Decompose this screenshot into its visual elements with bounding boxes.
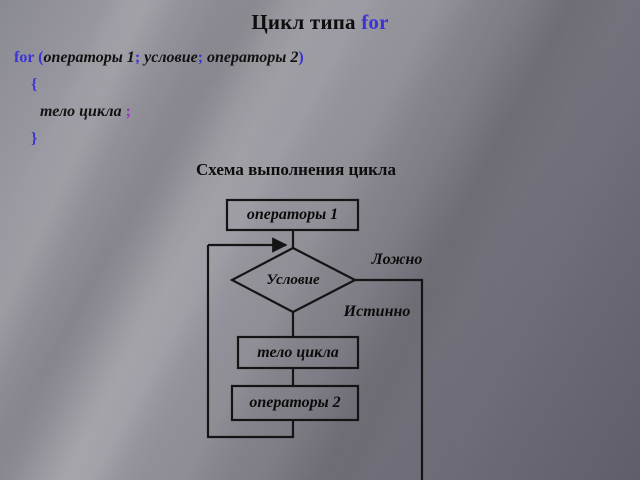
code-line-brace-close: }	[14, 125, 304, 152]
code-line-brace-open: {	[14, 71, 304, 98]
flow-node-body-box	[236, 335, 360, 370]
page-title-prefix: Цикл типа	[251, 10, 362, 34]
code-semicolon-body: ;	[125, 103, 131, 120]
flow-edge-false-branch	[355, 278, 424, 480]
code-block: for (операторы 1; условие; операторы 2) …	[14, 44, 304, 152]
code-semicolon-2: ;	[197, 49, 204, 66]
code-update-statements: операторы 2	[203, 49, 299, 66]
flow-label-update: операторы 2	[249, 394, 341, 411]
page-title-keyword: for	[361, 10, 389, 34]
page-title: Цикл типа for	[0, 10, 640, 35]
code-semicolon-1: ;	[134, 49, 141, 66]
code-open-paren: (	[38, 49, 44, 66]
flow-label-init: операторы 1	[246, 206, 339, 223]
scheme-heading: Схема выполнения цикла	[196, 160, 396, 179]
flow-label-condition: Условие	[266, 272, 320, 288]
code-brace-open: {	[31, 76, 38, 93]
flow-label-body: тело цикла	[257, 344, 339, 361]
code-line-body: тело цикла ;	[14, 98, 304, 125]
flow-node-update-box	[230, 384, 360, 422]
flow-label-true: Истинно	[343, 303, 411, 320]
code-close-paren: )	[298, 49, 304, 66]
code-keyword-for: for	[14, 49, 35, 66]
flow-label-false: Ложно	[371, 251, 423, 268]
code-line-for-header: for (операторы 1; условие; операторы 2)	[14, 44, 304, 71]
code-init-statements: операторы 1	[43, 49, 135, 66]
code-loop-body: тело цикла	[40, 103, 126, 120]
flow-edge-loop-back-rail	[206, 245, 295, 439]
code-condition: условие	[140, 49, 198, 66]
code-brace-close: }	[31, 130, 38, 147]
